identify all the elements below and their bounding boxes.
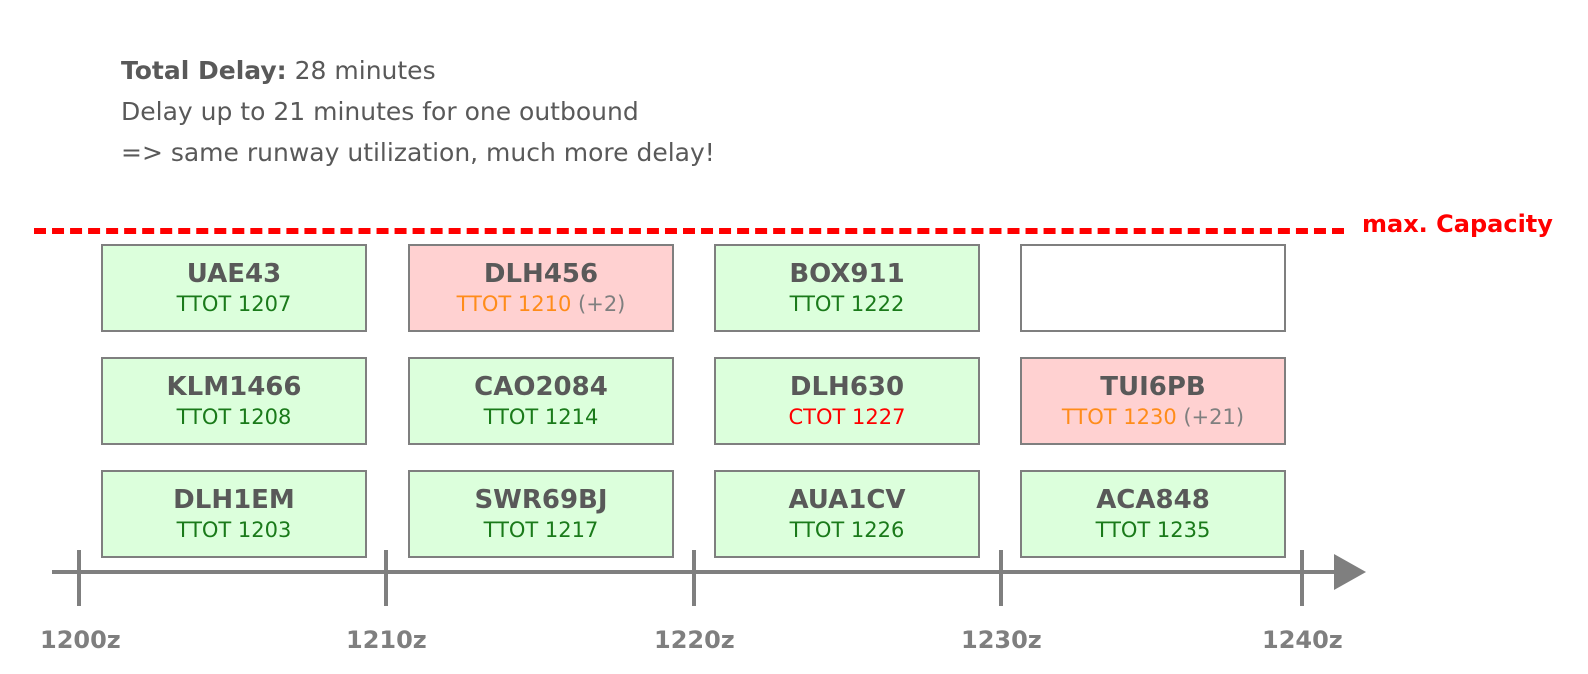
slot-time-line: TTOT 1207 xyxy=(103,290,365,318)
slot-time-line: TTOT 1230 (+21) xyxy=(1022,403,1284,431)
slot-time: CTOT 1227 xyxy=(788,405,906,429)
slot-c1-r0: DLH456 TTOT 1210 (+2) xyxy=(408,244,674,332)
slot-callsign: DLH456 xyxy=(483,259,599,289)
tick-label: 1230z xyxy=(961,626,1042,654)
slot-time-line: TTOT 1235 xyxy=(1022,516,1284,544)
tick-label: 1220z xyxy=(654,626,735,654)
slot-c3-r2: ACA848 TTOT 1235 xyxy=(1020,470,1286,558)
slot-callsign: TUI6PB xyxy=(1100,372,1206,402)
axis-arrow-icon xyxy=(1334,554,1366,590)
capacity-line xyxy=(34,228,1344,234)
slot-c2-r1: DLH630 CTOT 1227 xyxy=(714,357,980,445)
summary-text: Total Delay: 28 minutes Delay up to 21 m… xyxy=(121,50,715,173)
slot-c0-r2: DLH1EM TTOT 1203 xyxy=(101,470,367,558)
total-delay-line: Total Delay: 28 minutes xyxy=(121,50,715,91)
slot-callsign: ACA848 xyxy=(1096,485,1210,515)
slot-time-line: TTOT 1208 xyxy=(103,403,365,431)
slot-time-line: CTOT 1227 xyxy=(716,403,978,431)
slot-callsign: SWR69BJ xyxy=(474,485,608,515)
slot-time: TTOT 1208 xyxy=(176,405,292,429)
max-delay-line: Delay up to 21 minutes for one outbound xyxy=(121,97,639,126)
slot-time: TTOT 1217 xyxy=(483,518,599,542)
total-delay-label: Total Delay: xyxy=(121,56,287,85)
slot-time-line: TTOT 1222 xyxy=(716,290,978,318)
slot-time-line: TTOT 1226 xyxy=(716,516,978,544)
conclusion-line: => same runway utilization, much more de… xyxy=(121,138,715,167)
slot-time-line: TTOT 1210 (+2) xyxy=(410,290,672,318)
slot-c2-r0: BOX911 TTOT 1222 xyxy=(714,244,980,332)
slot-callsign: CAO2084 xyxy=(474,372,608,402)
tick-label: 1240z xyxy=(1262,626,1343,654)
slot-callsign: KLM1466 xyxy=(166,372,302,402)
slot-delay: (+21) xyxy=(1176,405,1245,429)
slot-time: TTOT 1230 xyxy=(1061,405,1177,429)
slot-callsign: DLH630 xyxy=(789,372,905,402)
slot-time: TTOT 1210 xyxy=(456,292,572,316)
slot-callsign: DLH1EM xyxy=(173,485,295,515)
slot-c0-r0: UAE43 TTOT 1207 xyxy=(101,244,367,332)
total-delay-value: 28 minutes xyxy=(286,56,436,85)
slot-callsign: UAE43 xyxy=(186,259,282,289)
slot-time: TTOT 1207 xyxy=(176,292,292,316)
slot-callsign: AUA1CV xyxy=(788,485,906,515)
slot-time-line: TTOT 1217 xyxy=(410,516,672,544)
slot-time: TTOT 1214 xyxy=(483,405,599,429)
slot-c3-r0 xyxy=(1020,244,1286,332)
slot-delay: (+2) xyxy=(571,292,626,316)
slot-time: TTOT 1226 xyxy=(789,518,905,542)
slot-c2-r2: AUA1CV TTOT 1226 xyxy=(714,470,980,558)
slot-time: TTOT 1222 xyxy=(789,292,905,316)
slot-time: TTOT 1203 xyxy=(176,518,292,542)
slot-time: TTOT 1235 xyxy=(1095,518,1211,542)
slot-callsign: BOX911 xyxy=(789,259,905,289)
slot-c1-r1: CAO2084 TTOT 1214 xyxy=(408,357,674,445)
slot-time-line: TTOT 1214 xyxy=(410,403,672,431)
slot-c1-r2: SWR69BJ TTOT 1217 xyxy=(408,470,674,558)
slot-time-line: TTOT 1203 xyxy=(103,516,365,544)
tick-label: 1200z xyxy=(40,626,121,654)
capacity-label: max. Capacity xyxy=(1362,210,1553,238)
tick-label: 1210z xyxy=(346,626,427,654)
slot-c3-r1: TUI6PB TTOT 1230 (+21) xyxy=(1020,357,1286,445)
slot-c0-r1: KLM1466 TTOT 1208 xyxy=(101,357,367,445)
